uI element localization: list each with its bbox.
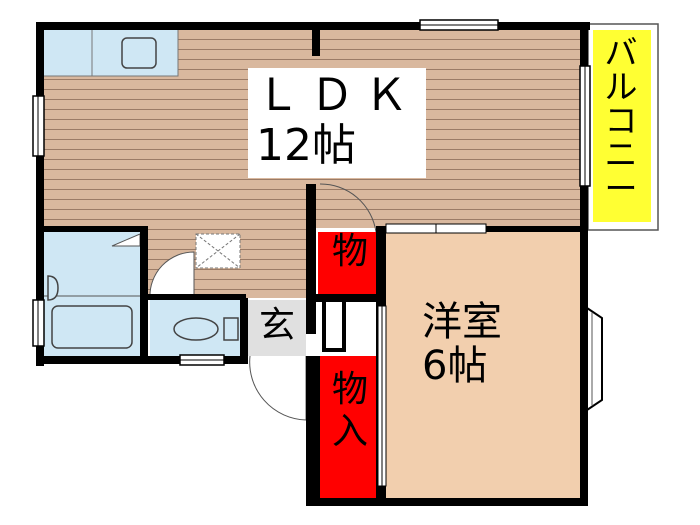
washbasin-icon <box>47 275 59 301</box>
balcony-label-char: ニ <box>604 135 638 174</box>
toilet-door-swing <box>149 251 195 299</box>
storage-lower-label-char: 物 <box>331 369 368 410</box>
balcony-label-char: コ <box>604 101 638 140</box>
ldk-room-name: ＬＤＫ <box>256 70 418 121</box>
kitchen-counter <box>41 27 179 77</box>
ldk-door-swing <box>319 183 377 233</box>
storage-upper <box>318 232 380 296</box>
balcony-label-char: バ <box>604 33 638 72</box>
entrance-floor <box>248 300 306 356</box>
balcony-label: バルコニー <box>596 36 646 206</box>
western-room-label: 洋室 6帖 <box>422 302 502 390</box>
balcony-label-char: ー <box>604 169 638 208</box>
balcony-fill <box>593 30 651 222</box>
ldk-label: ＬＤＫ 12帖 <box>248 68 426 178</box>
kitchen-sink-icon <box>121 37 157 69</box>
western-floor <box>386 232 584 498</box>
storage-lower-label-char: 入 <box>331 411 368 452</box>
toilet-icon <box>173 317 219 341</box>
western-room-name: 洋室 <box>422 299 502 345</box>
ldk-room-size: 12帖 <box>256 120 356 171</box>
bay-window <box>583 305 603 413</box>
storage-lower <box>318 356 380 498</box>
balcony-label-char: ル <box>604 67 638 106</box>
storage-upper-label: 物 <box>331 231 368 272</box>
entrance-label: 玄 <box>258 305 295 346</box>
bathtub-icon <box>51 305 133 349</box>
western-room-size: 6帖 <box>422 343 488 389</box>
storage-lower-label: 物入 <box>322 372 378 456</box>
windows <box>32 19 591 487</box>
entrance-door-swing <box>249 355 307 421</box>
